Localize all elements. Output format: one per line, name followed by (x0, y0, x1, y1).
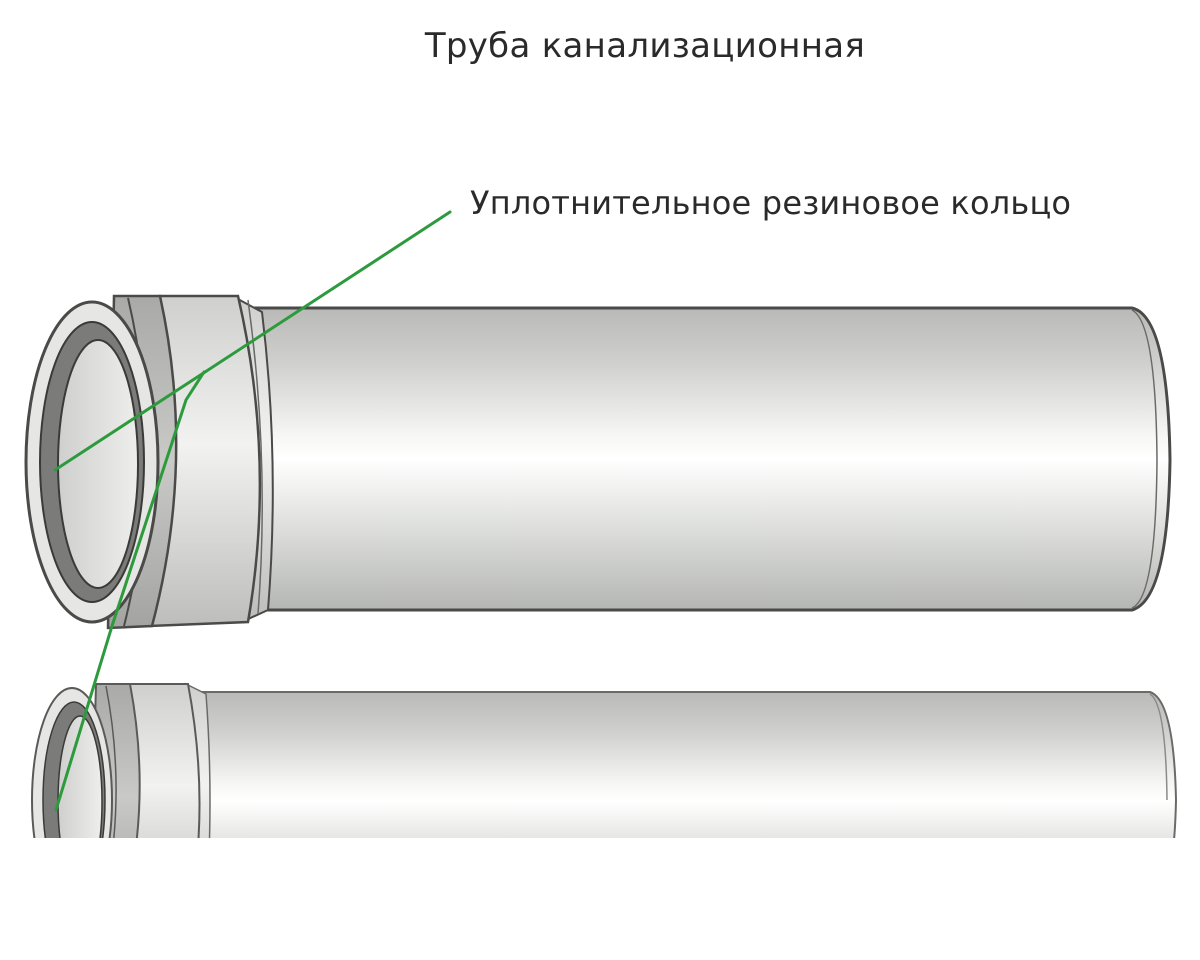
diagram-title: Труба канализационная (424, 26, 866, 66)
callout-line-to-small-ring (54, 370, 206, 812)
large-pipe (24, 294, 1172, 630)
large-pipe-socket (148, 294, 262, 628)
small-pipe (31, 682, 1178, 838)
callout-lines (53, 210, 452, 812)
small-pipe-bore (57, 715, 103, 838)
seal-ring-label: Уплотнительное резиновое кольцо (470, 184, 1072, 222)
large-pipe-bore (57, 339, 139, 589)
small-pipe-body (199, 691, 1178, 838)
callout-line-to-large-ring (53, 210, 452, 472)
small-pipe-socket (122, 683, 201, 838)
large-pipe-body (248, 306, 1172, 612)
